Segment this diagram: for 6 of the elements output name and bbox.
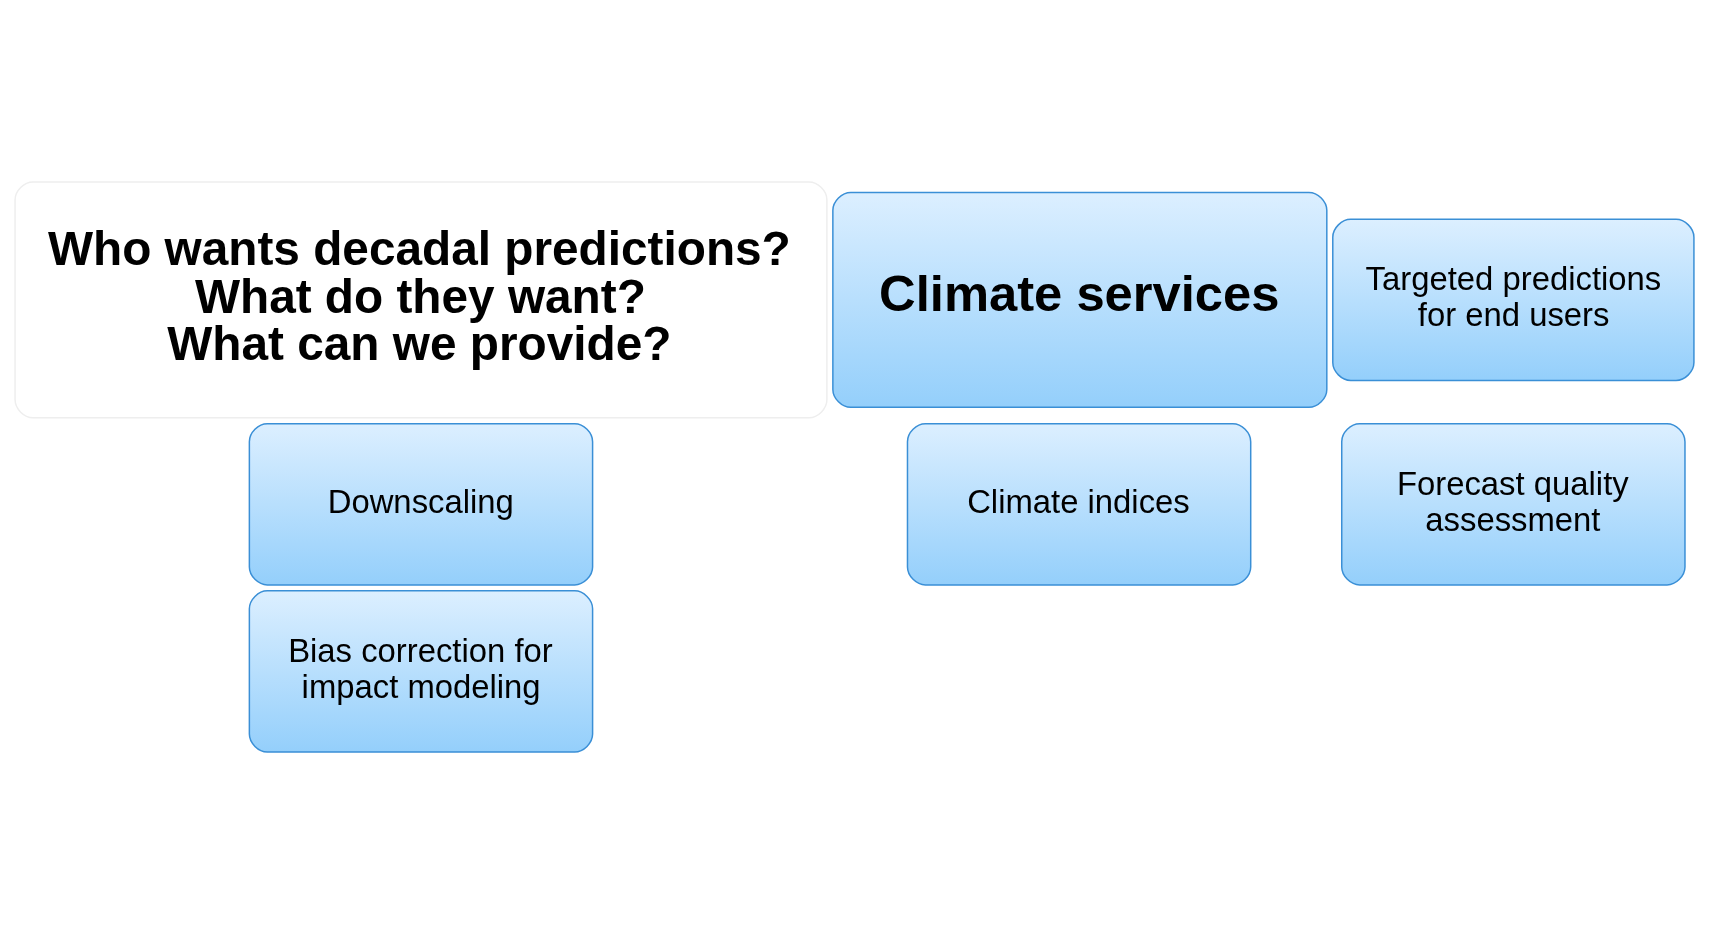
node-box: Climate services bbox=[832, 191, 1328, 409]
node-box: Targeted predictions for end users bbox=[1332, 218, 1695, 382]
node-box: Climate indices bbox=[906, 422, 1252, 586]
node-box: Forecast quality assessment bbox=[1341, 422, 1686, 586]
node-box: Bias correction for impact modeling bbox=[248, 590, 594, 753]
node-box: Downscaling bbox=[248, 422, 594, 586]
